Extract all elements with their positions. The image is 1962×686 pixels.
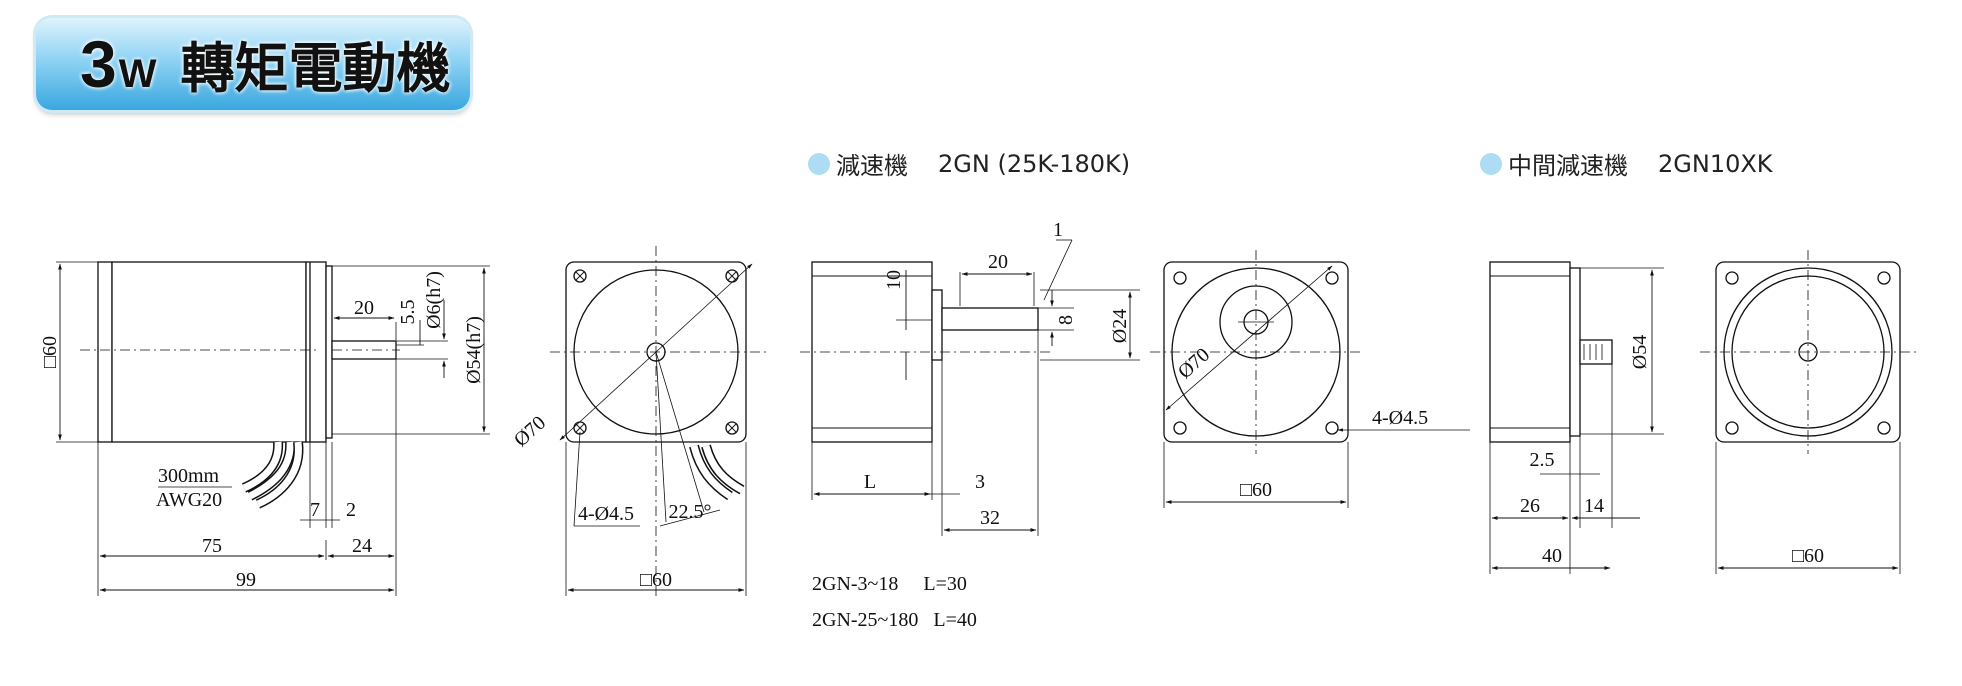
motor-dim-2-label: 2 xyxy=(346,499,356,521)
motor-key-label: 5.5 xyxy=(397,300,419,325)
motor-pilot-dia-label: Ø54(h7) xyxy=(463,316,485,384)
gear-dim-32-label: 32 xyxy=(980,507,1000,529)
motor-shaft-len-label: 20 xyxy=(354,297,374,319)
motor-body-len-label: 75 xyxy=(202,535,222,557)
gear-dim-8-label: 8 xyxy=(1055,315,1077,325)
motor-total-len-label: 99 xyxy=(236,569,256,591)
gear-front-view xyxy=(1150,250,1470,508)
header-badge xyxy=(36,18,470,110)
mid-dim-14-label: 14 xyxy=(1584,495,1604,517)
gear-front-holes-label: 4-Ø4.5 xyxy=(1372,407,1428,429)
gear-dim-24-label: Ø24 xyxy=(1109,309,1131,343)
motor-dim-7-label: 7 xyxy=(310,499,320,521)
section-model: 2GN10XK xyxy=(1658,149,1773,178)
section-label: 中間減速機 xyxy=(1508,152,1628,180)
gear-dim-L-label: L xyxy=(864,471,876,493)
motor-square-label: □60 xyxy=(39,336,61,368)
section-intermediate: 中間減速機 2GN10XK xyxy=(1480,146,1773,181)
motor-front-view xyxy=(550,246,766,596)
motor-lead-length-label: 300mm xyxy=(158,465,220,487)
front-square-label: □60 xyxy=(640,569,672,591)
front-pcd-label: Ø70 xyxy=(510,412,550,451)
page-title: 3 W 轉矩電動機 xyxy=(80,24,450,104)
gear-front-square-label: □60 xyxy=(1240,479,1272,501)
bullet-icon xyxy=(1480,152,1502,175)
motor-shaft-ext-label: 24 xyxy=(352,535,372,557)
gear-dim-1-label: 1 xyxy=(1053,219,1063,241)
section-label: 減速機 xyxy=(836,152,908,180)
motor-lead-gauge-label: AWG20 xyxy=(156,489,222,511)
section-reducer: 減速機 2GN (25K-180K) xyxy=(808,146,1130,181)
mid-dim-26-label: 26 xyxy=(1520,495,1540,517)
mid-dim-54-label: Ø54 xyxy=(1629,335,1651,369)
front-angle-label: 22.5° xyxy=(669,501,712,523)
motor-shaft-dia-label: Ø6(h7) xyxy=(423,271,445,329)
mid-side-view xyxy=(1489,261,1664,574)
power-unit: W xyxy=(118,52,157,96)
product-name: 轉矩電動機 xyxy=(180,37,451,100)
note-line-2: 2GN-25~180 L=40 xyxy=(812,609,977,631)
section-model: 2GN (25K-180K) xyxy=(938,149,1131,178)
gear-side-view xyxy=(800,239,1140,536)
gear-dim-10-label: 10 xyxy=(883,270,905,290)
front-holes-label: 4-Ø4.5 xyxy=(578,503,634,525)
bullet-icon xyxy=(808,152,830,175)
mid-dim-40-label: 40 xyxy=(1542,545,1562,567)
note-line-1: 2GN-3~18 L=30 xyxy=(812,573,967,595)
mid-front-square-label: □60 xyxy=(1792,545,1824,567)
motor-side-view xyxy=(56,261,490,596)
gear-dim-3-label: 3 xyxy=(975,471,985,493)
gear-dim-20-label: 20 xyxy=(988,251,1008,273)
mid-dim-2-5-label: 2.5 xyxy=(1530,449,1555,471)
power-value: 3 xyxy=(80,27,117,101)
mid-front-view xyxy=(1700,250,1916,574)
